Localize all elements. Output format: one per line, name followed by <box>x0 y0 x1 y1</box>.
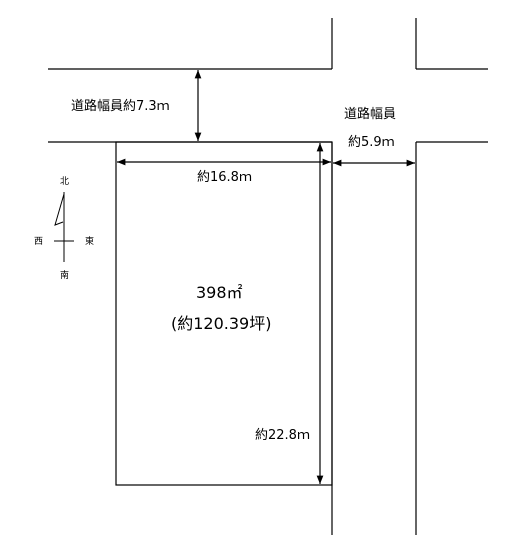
lot-area-tsubo-label: (約120.39坪) <box>171 314 272 333</box>
lot-area-label: 398㎡ <box>196 283 243 302</box>
compass-west-label: 西 <box>34 237 44 247</box>
lot-depth-label: 約22.8ｍ <box>255 428 310 443</box>
lot-width-label: 約16.8ｍ <box>197 170 252 185</box>
east-road-width-label-line1: 道路幅員 <box>344 107 397 122</box>
compass-east-label: 東 <box>85 237 95 247</box>
east-road-width-label-line2: 約5.9ｍ <box>348 135 395 150</box>
lot-outline <box>115 141 333 486</box>
compass-south-label: 南 <box>60 271 70 281</box>
compass-north-label: 北 <box>60 177 70 187</box>
north-road-width-label: 道路幅員約7.3ｍ <box>71 99 170 114</box>
compass-icon <box>54 192 74 262</box>
